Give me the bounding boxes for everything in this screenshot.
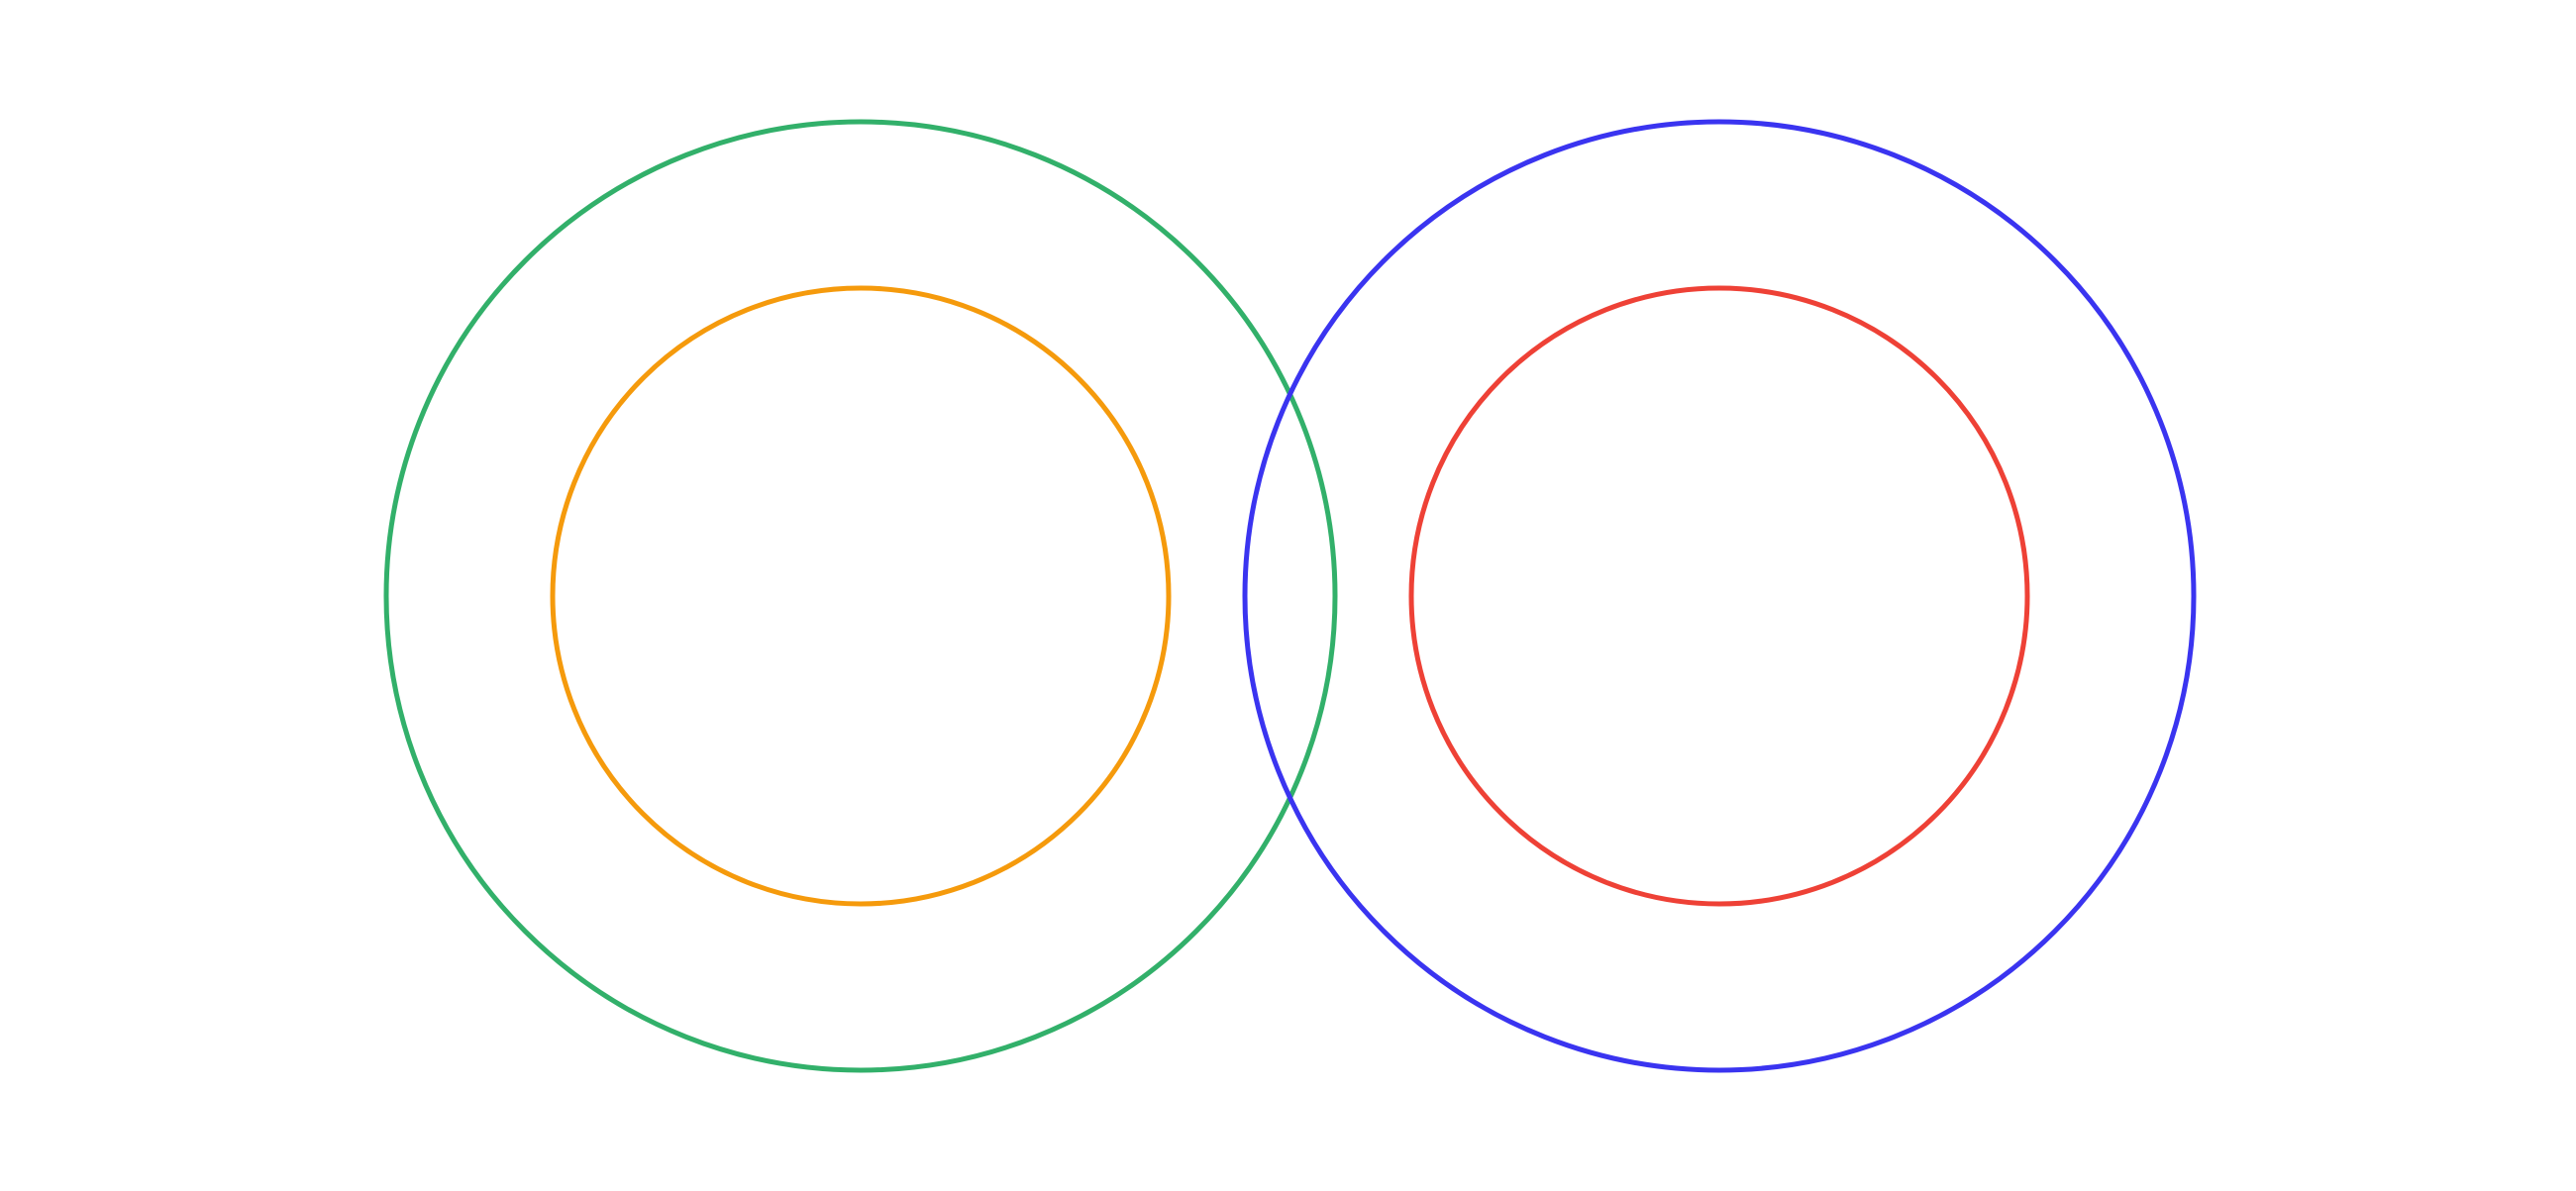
right-inner-ring	[1408, 285, 2030, 907]
right-outer-ring	[1242, 119, 2197, 1073]
left-outer-ring	[383, 119, 1338, 1073]
left-inner-ring	[550, 285, 1172, 907]
